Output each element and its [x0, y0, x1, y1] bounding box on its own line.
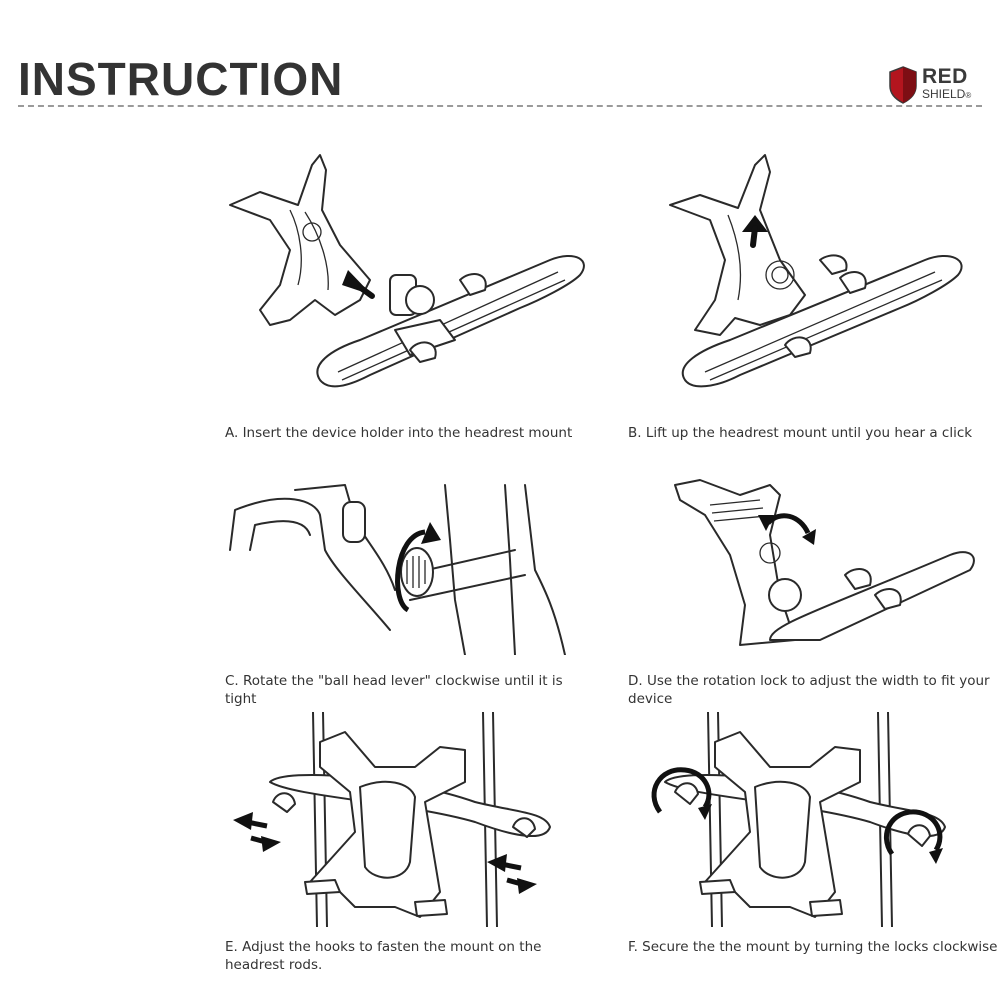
double-curved-arrow-icon	[758, 513, 816, 545]
rotate-clockwise-icon	[651, 767, 712, 820]
step-d-caption: D. Use the rotation lock to adjust the w…	[628, 673, 990, 707]
step-f-caption: F. Secure the the mount by turning the l…	[628, 939, 998, 955]
logo-word-shield: SHIELD	[922, 87, 966, 101]
step-b-illustration	[620, 150, 1000, 395]
page-title: INSTRUCTION	[18, 53, 344, 105]
step-c-illustration	[225, 480, 605, 655]
brand-logo: RED SHIELD®	[888, 66, 988, 106]
logo-word-red: RED	[922, 65, 968, 88]
step-a-illustration	[220, 150, 600, 395]
header-divider	[18, 105, 982, 107]
registered-mark: ®	[965, 91, 972, 100]
step-f-illustration	[630, 712, 1000, 927]
step-b-caption: B. Lift up the headrest mount until you …	[628, 425, 973, 441]
double-arrow-icon	[487, 854, 537, 894]
lift-arrow-icon	[742, 215, 768, 248]
rotate-clockwise-icon	[884, 809, 943, 864]
step-e-illustration	[225, 712, 605, 927]
step-a-caption: A. Insert the device holder into the hea…	[225, 425, 573, 441]
shield-icon	[889, 66, 917, 104]
double-arrow-icon	[233, 812, 281, 852]
rotate-clockwise-icon	[395, 522, 441, 613]
step-c-caption: C. Rotate the "ball head lever" clockwis…	[225, 673, 563, 707]
step-d-illustration	[620, 475, 1000, 650]
insert-arrow-icon	[342, 270, 375, 299]
step-e-caption: E. Adjust the hooks to fasten the mount …	[225, 939, 542, 973]
